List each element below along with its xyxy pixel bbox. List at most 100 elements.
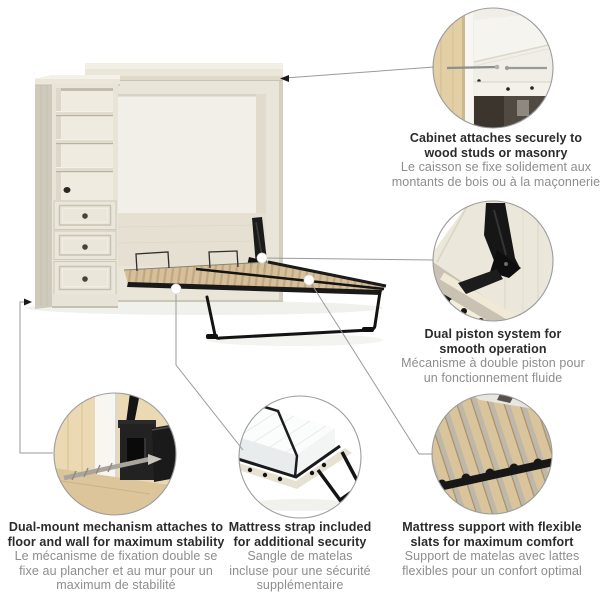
headboard-grain [117,240,265,244]
piston-link [458,269,503,294]
callout-text-dual-piston: Dual piston system for smooth operation … [401,327,585,385]
screw-thread [95,464,101,475]
bookcase-top-face [35,75,120,79]
quilt-line [239,410,279,438]
drawer [53,261,117,295]
wood-floor [54,468,176,515]
bookcase-bottom-rail [52,294,118,307]
screw-head [504,65,510,71]
callout-subtext-line: incluse pour une sécurité [229,563,371,578]
shelf-edge [473,47,553,67]
callout-connectors [19,66,435,455]
slat-holder-cap [533,458,543,468]
shelf-edge [473,43,553,63]
callout-heading-line: Cabinet attaches securely to [409,131,583,145]
mattress-front [239,427,296,477]
frame-rim [239,444,341,479]
slat-field [432,394,552,514]
crown-molding-top [85,63,283,69]
callout-image-mattress-strap [218,395,362,519]
callout-subtext-line: Le caisson se fixe solidement aux [400,160,592,175]
screw-tip [148,454,162,465]
callout-subtext-line: supplémentaire [256,578,344,593]
slat-holder-cap [485,468,495,478]
bottom-rail [474,82,553,96]
screw-thread [107,462,113,473]
slat-holder [262,472,268,478]
drawer-knob [82,276,88,282]
connector-dot-dual-piston [256,252,268,264]
connector-line-slat-support [308,279,433,455]
interior-top-shadow [112,94,266,97]
callout-text-slat-support: Mattress support with flexible slats for… [402,520,582,578]
callout-subtext-line: maximum de stabilité [56,578,176,593]
cable-grommet [63,187,71,193]
callout-circle-border [53,392,177,516]
connector-dot-mattress-strap [170,283,182,295]
drawer [53,230,117,260]
screw-thread [71,470,77,481]
bed-frame-rail [152,424,176,482]
slat [439,272,520,321]
bookcase-bottom-edge [52,306,118,308]
quilt-line [253,415,295,443]
slat-holder-cap [461,473,471,483]
slat-holder [277,476,283,482]
slat-holder [309,470,315,476]
baseboard-shadow [115,393,118,489]
slat-holder [247,467,253,473]
callout-circle-border [432,7,554,129]
shelf-board [56,167,113,173]
deck-back-edge [123,261,269,271]
connector-line-mattress-strap [175,289,244,451]
drawer [53,200,117,230]
interior-right-side [256,94,266,266]
slat-holder [321,462,327,468]
opening-top-shadow [56,88,113,91]
callout-heading-line: Mattress strap included [228,520,372,534]
bookcase [35,75,120,309]
callout-image-slat-support [431,393,553,515]
connector-line-dual-piston [261,257,434,261]
pivot-pin [504,262,508,266]
callout-heading-line: Dual-mount mechanism attaches to [8,520,224,534]
callout-heading-line: smooth operation [439,341,547,356]
murphy-cabinet [85,63,283,302]
screw-thread [83,467,89,478]
bookcase-side-panel [35,75,52,309]
crown-molding-lip [85,76,283,80]
headboard-grain [117,224,265,228]
callout-image-cabinet-attachment [432,7,554,129]
mattress-side [296,428,335,477]
connector-line-cabinet-attachment [284,66,435,79]
slat-holder-cap [509,463,519,473]
bed-headboard-panel [116,213,266,266]
callout-text-mattress-strap: Mattress strap included for additional s… [229,520,372,593]
callout-subtext-line: un fonctionnement fluide [423,370,563,385]
crown-shadow-line [85,80,283,82]
cabinet-bottom-shadow [106,300,283,302]
connector-line-dual-mount [19,301,53,454]
callout-heading-line: Dual piston system for [424,327,562,341]
cabinet-right-edge [279,81,283,302]
callout-heading-line: for additional security [233,534,367,549]
mattress-strap-bracket [208,250,239,269]
floor-line [54,479,151,495]
screw-dot [506,87,510,91]
center-divider-rail [195,267,385,291]
callout-subtext-line: Mécanisme à double piston pour [401,356,585,371]
callout-subtext-line: flexibles pour un confort optimal [402,563,582,578]
quilt-line [269,420,311,448]
callout-subtext-line: Le mécanisme de fixation double se [14,549,218,564]
slat-holder [218,459,222,463]
dark-opening-shade [474,96,504,128]
callout-heading-line: wood studs or masonry [424,145,568,160]
callout-subtext-line: montants de bois ou à la maçonnerie [391,174,600,189]
callout-image-dual-piston [432,200,554,322]
callout-subtext-line: fixe au plancher et au mur pour un [19,563,213,578]
far-side-rail [267,260,387,288]
bracket-hole [127,438,145,462]
leg-foot-cap [362,327,374,332]
bookcase-top-band [35,79,120,85]
